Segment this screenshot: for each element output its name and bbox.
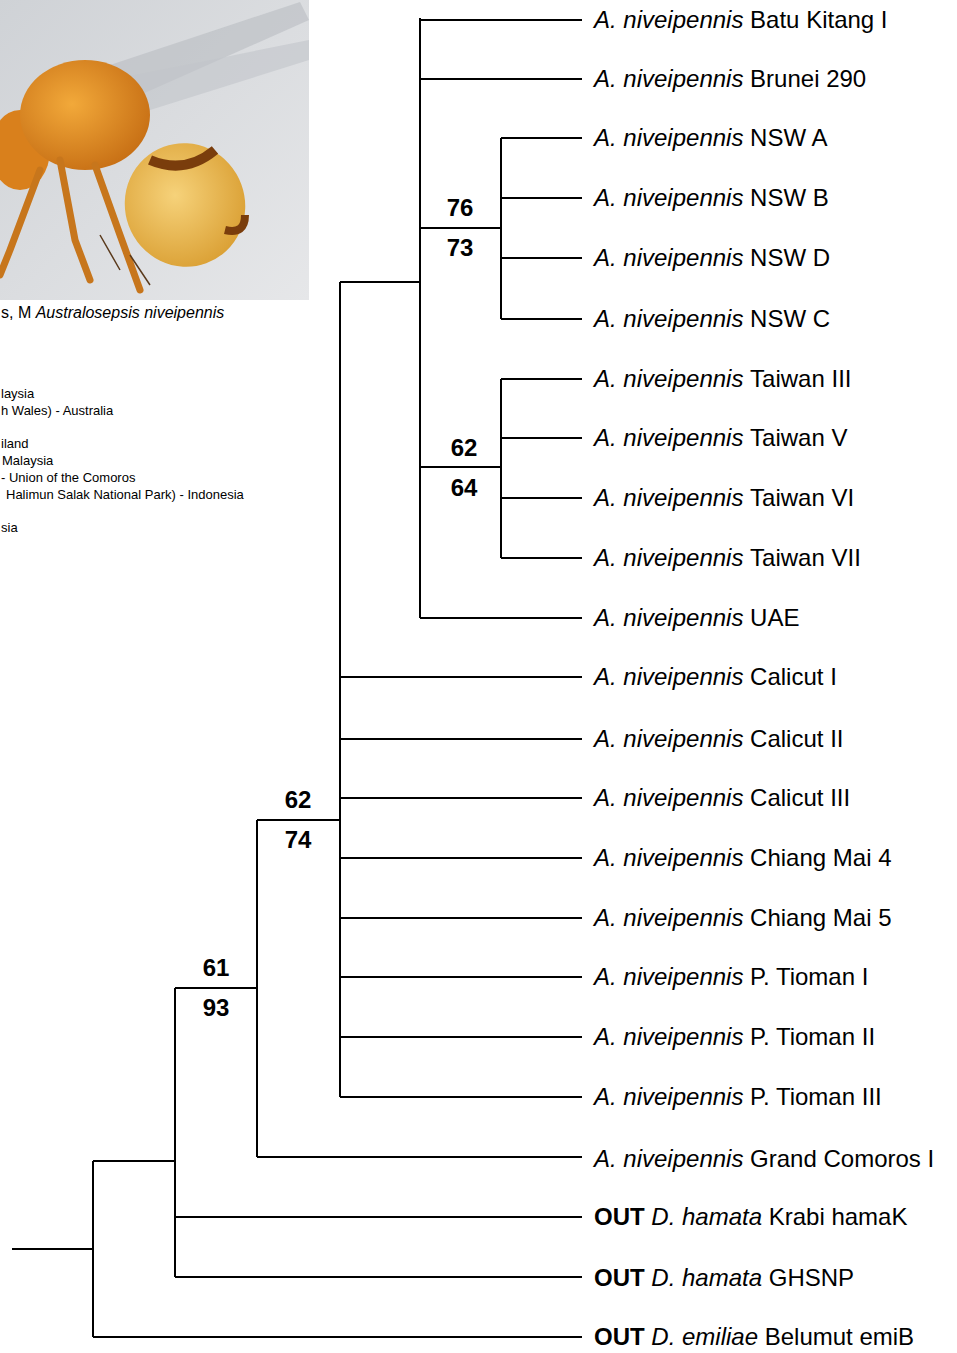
taxon-label: A. niveipennis NSW D [594,246,830,270]
photo-ground [0,0,309,300]
taxon-label: A. niveipennis NSW A [594,126,827,150]
support-value: 61 [203,956,230,980]
taxon-label: A. niveipennis Taiwan VI [594,486,854,510]
legend-fragment: h Wales) - Australia [1,404,113,417]
legend-fragment: iland [1,437,28,450]
support-value: 93 [203,996,230,1020]
taxon-label: A. niveipennis Calicut II [594,727,843,751]
taxon-label: A. niveipennis P. Tioman I [594,965,868,989]
taxon-label: A. niveipennis Chiang Mai 4 [594,846,892,870]
fly-thorax [20,60,150,170]
taxon-label: A. niveipennis UAE [594,606,799,630]
taxon-label: A. niveipennis NSW C [594,307,830,331]
taxon-label: OUT D. hamata Krabi hamaK [594,1205,907,1229]
legend-fragment: sia [1,521,18,534]
taxon-label: A. niveipennis Taiwan III [594,367,851,391]
taxon-label: A. niveipennis Batu Kitang I [594,8,888,32]
support-value: 62 [451,436,478,460]
taxon-label: A. niveipennis P. Tioman II [594,1025,875,1049]
taxon-label: A. niveipennis P. Tioman III [594,1085,882,1109]
fly-bristles [100,235,150,285]
taxon-label: A. niveipennis Chiang Mai 5 [594,906,892,930]
photo-caption: s, M Australosepsis niveipennis [1,305,224,321]
taxon-label: A. niveipennis Taiwan VII [594,546,861,570]
legend-fragment: Malaysia [2,454,53,467]
legend-fragment: Halimun Salak National Park) - Indonesia [6,488,244,501]
fly-photo [0,0,309,300]
taxon-label: OUT D. emiliae Belumut emiB [594,1325,914,1349]
taxon-label: A. niveipennis Calicut I [594,665,837,689]
legend-fragment: laysia [1,387,34,400]
taxon-label: A. niveipennis Grand Comoros I [594,1147,934,1171]
support-value: 74 [285,828,312,852]
fly-band [150,150,215,166]
taxon-label: A. niveipennis Taiwan V [594,426,847,450]
taxon-label: A. niveipennis NSW B [594,186,829,210]
support-value: 64 [451,476,478,500]
support-value: 76 [447,196,474,220]
fly-legs [0,160,140,290]
tree-branches [12,18,582,1337]
fly-band [225,215,245,231]
taxon-label: A. niveipennis Brunei 290 [594,67,866,91]
support-value: 73 [447,236,474,260]
support-value: 62 [285,788,312,812]
legend-fragment: - Union of the Comoros [1,471,135,484]
taxon-label: OUT D. hamata GHSNP [594,1266,854,1290]
taxon-label: A. niveipennis Calicut III [594,786,850,810]
